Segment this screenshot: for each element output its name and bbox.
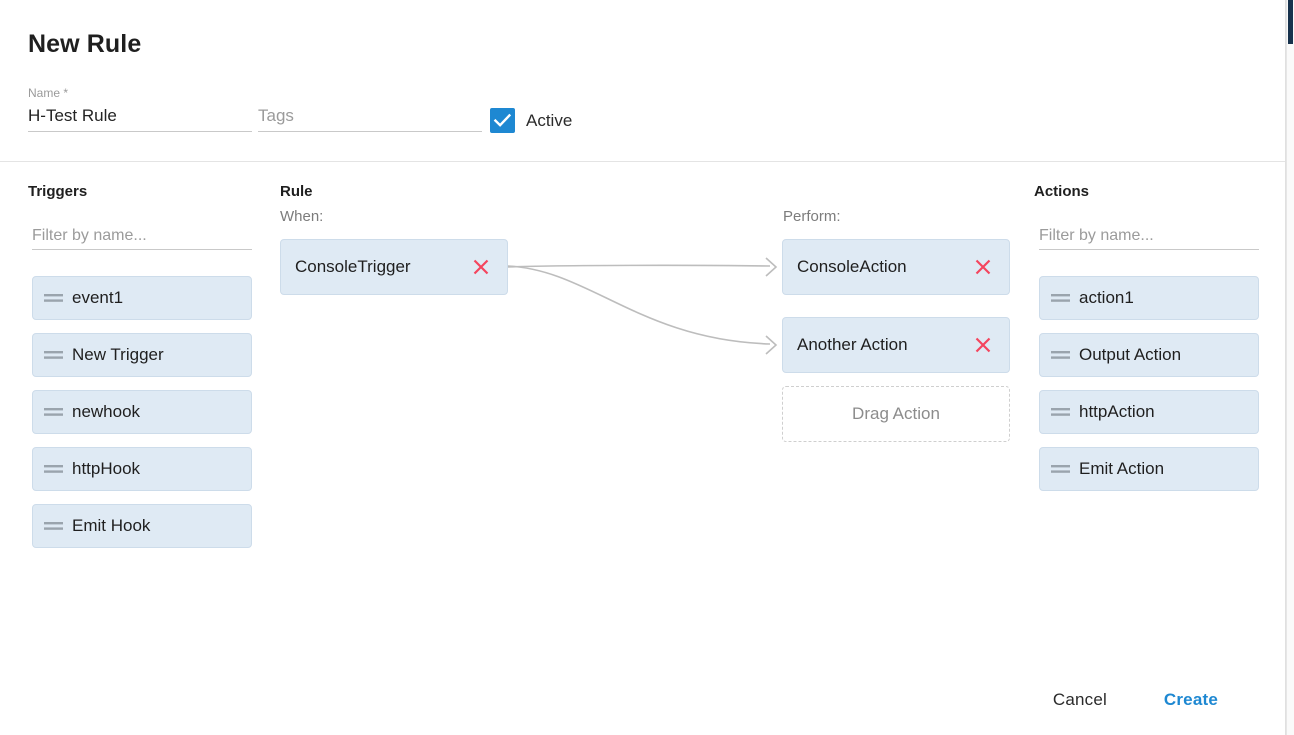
page-scrollbar[interactable] bbox=[1286, 0, 1294, 735]
triggers-filter-group bbox=[32, 222, 252, 250]
name-input[interactable] bbox=[28, 102, 252, 132]
rule-action-node-label: Another Action bbox=[797, 335, 908, 354]
action-palette-item[interactable]: Emit Action bbox=[1039, 447, 1259, 491]
rule-panel-heading: Rule bbox=[280, 183, 313, 200]
drag-handle-icon[interactable] bbox=[1051, 293, 1070, 304]
trigger-palette-item[interactable]: httpHook bbox=[32, 447, 252, 491]
action-palette-item[interactable]: Output Action bbox=[1039, 333, 1259, 377]
trigger-palette-item-label: New Trigger bbox=[72, 345, 164, 364]
trigger-palette-item[interactable]: New Trigger bbox=[32, 333, 252, 377]
drag-handle-icon[interactable] bbox=[44, 521, 63, 532]
connector-path-1 bbox=[507, 264, 771, 268]
trigger-palette-item-label: Emit Hook bbox=[72, 516, 151, 535]
drag-handle-icon[interactable] bbox=[1051, 407, 1070, 418]
action-dropzone-label: Drag Action bbox=[852, 404, 940, 423]
active-checkbox-label: Active bbox=[526, 110, 573, 130]
action-palette-item-label: action1 bbox=[1079, 288, 1134, 307]
actions-panel-heading: Actions bbox=[1034, 183, 1090, 200]
rule-action-node[interactable]: Another Action bbox=[782, 317, 1010, 373]
rule-trigger-node-label: ConsoleTrigger bbox=[295, 257, 411, 276]
triggers-filter-input[interactable] bbox=[32, 222, 252, 250]
page-header: New Rule Name * Active bbox=[0, 0, 1286, 162]
trigger-palette-item[interactable]: newhook bbox=[32, 390, 252, 434]
drag-handle-icon[interactable] bbox=[1051, 350, 1070, 361]
close-icon[interactable] bbox=[973, 257, 993, 277]
name-field-label: Name * bbox=[28, 86, 69, 100]
action-palette-item-label: Emit Action bbox=[1079, 459, 1165, 478]
action-palette-item-label: httpAction bbox=[1079, 402, 1155, 421]
cancel-button[interactable]: Cancel bbox=[1043, 684, 1117, 716]
check-icon bbox=[493, 113, 512, 127]
rule-action-node[interactable]: ConsoleAction bbox=[782, 239, 1010, 295]
action-palette-item[interactable]: action1 bbox=[1039, 276, 1259, 320]
connector-arrowhead-1 bbox=[765, 257, 778, 277]
drag-handle-icon[interactable] bbox=[1051, 464, 1070, 475]
rule-trigger-node[interactable]: ConsoleTrigger bbox=[280, 239, 508, 295]
when-label: When: bbox=[280, 208, 324, 225]
actions-filter-group bbox=[1039, 222, 1259, 250]
action-palette-item[interactable]: httpAction bbox=[1039, 390, 1259, 434]
tags-input[interactable] bbox=[258, 102, 482, 132]
connector-arrowhead-2 bbox=[765, 335, 778, 355]
trigger-palette-item-label: newhook bbox=[72, 402, 141, 421]
drag-handle-icon[interactable] bbox=[44, 407, 63, 418]
actions-filter-input[interactable] bbox=[1039, 222, 1259, 250]
active-checkbox[interactable] bbox=[490, 108, 515, 133]
rule-canvas: ConsoleTrigger ConsoleAction Another Act… bbox=[0, 162, 1286, 735]
drag-handle-icon[interactable] bbox=[44, 464, 63, 475]
action-palette-item-label: Output Action bbox=[1079, 345, 1182, 364]
rule-action-node-label: ConsoleAction bbox=[797, 257, 907, 276]
connector-path-2 bbox=[507, 265, 771, 345]
triggers-panel-heading: Triggers bbox=[28, 183, 88, 200]
close-icon[interactable] bbox=[973, 335, 993, 355]
trigger-palette-item-label: httpHook bbox=[72, 459, 141, 478]
trigger-palette-item[interactable]: event1 bbox=[32, 276, 252, 320]
close-icon[interactable] bbox=[471, 257, 491, 277]
page-scrollbar-thumb[interactable] bbox=[1288, 0, 1293, 44]
page-title: New Rule bbox=[28, 30, 142, 58]
trigger-palette-item-label: event1 bbox=[72, 288, 124, 307]
drag-handle-icon[interactable] bbox=[44, 350, 63, 361]
active-checkbox-row[interactable]: Active bbox=[490, 108, 572, 133]
perform-label: Perform: bbox=[783, 208, 841, 225]
page-right-border bbox=[1285, 0, 1286, 735]
create-button[interactable]: Create bbox=[1154, 684, 1228, 716]
drag-handle-icon[interactable] bbox=[44, 293, 63, 304]
action-dropzone[interactable]: Drag Action bbox=[782, 386, 1010, 442]
trigger-palette-item[interactable]: Emit Hook bbox=[32, 504, 252, 548]
